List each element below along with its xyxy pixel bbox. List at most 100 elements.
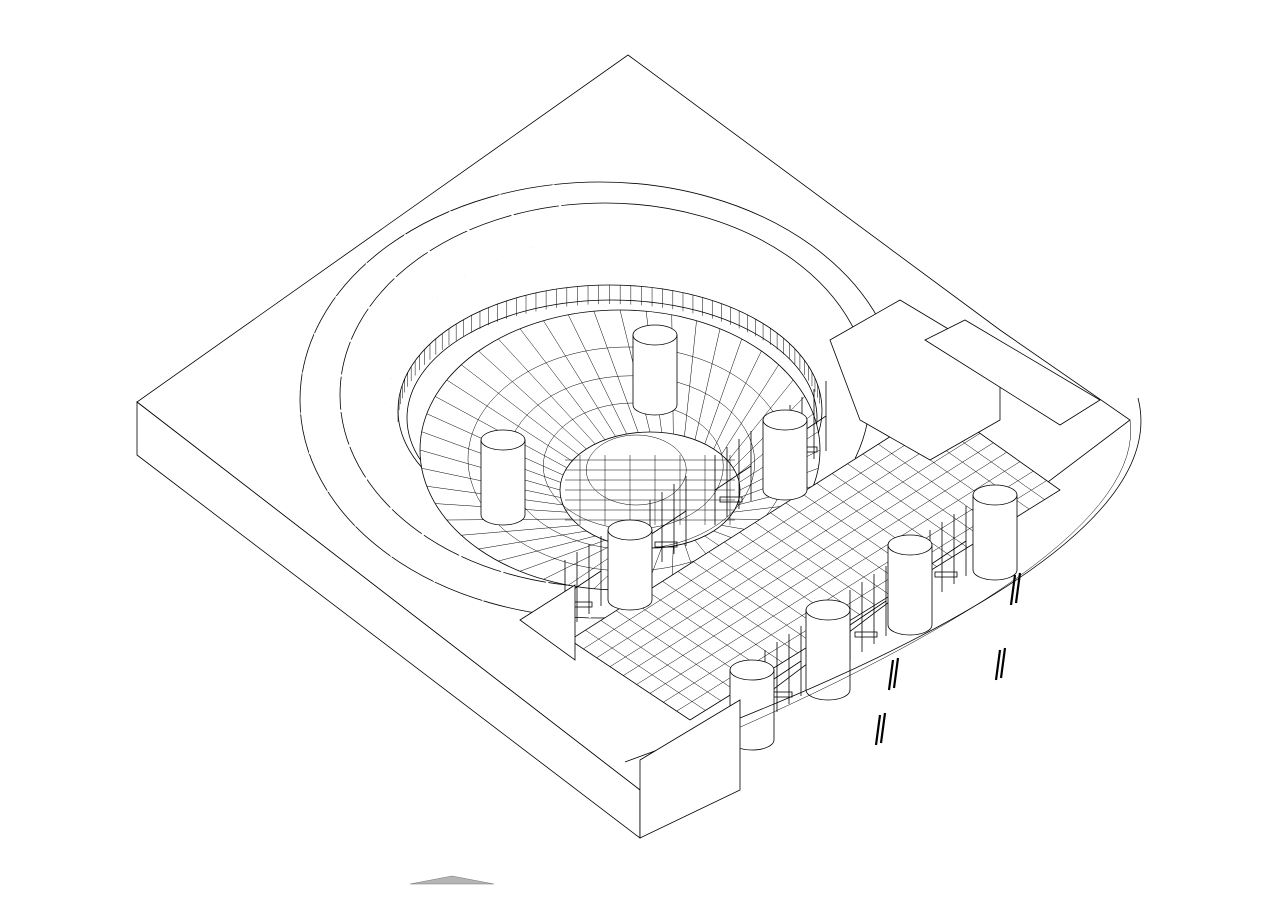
column-shaft (805, 609, 851, 701)
floor-tile-joint (616, 610, 737, 692)
roof-beam-fill (302, 372, 392, 380)
columns (480, 324, 1018, 751)
column-top (729, 659, 775, 681)
roof-beam-fill (365, 262, 438, 299)
floor-radial-joint (684, 320, 697, 437)
curved-canopy-inner (639, 419, 1132, 771)
floor-radial-joint (461, 364, 579, 455)
roof-beam-fill (448, 210, 498, 261)
column-shaft (632, 334, 678, 416)
floor-tile-joint (662, 581, 783, 663)
canopy-support (892, 657, 900, 689)
floor-tile-joint (693, 561, 814, 644)
floor-radial-joint (498, 535, 596, 562)
door-transom (714, 465, 752, 491)
floor-tile-joint (770, 512, 891, 596)
floor-tile-joint (862, 453, 984, 539)
canopy-support (874, 714, 882, 746)
column (480, 429, 526, 526)
floor-tile-joint (623, 442, 994, 676)
floor-tile-joint (663, 470, 1034, 703)
roof-beam-fill (354, 489, 430, 527)
column-top (762, 409, 808, 431)
floor-radial-joint (478, 350, 587, 450)
floor-radial-joint (478, 530, 587, 550)
door-transom (929, 540, 967, 566)
column (887, 534, 933, 636)
door-handle (854, 631, 878, 638)
column-shaft (887, 544, 933, 636)
floor-radial-joint (461, 525, 579, 536)
column (805, 599, 851, 701)
floor-tile-joint (677, 571, 799, 654)
floor-radial-joint (543, 543, 616, 580)
door-transom (849, 600, 887, 626)
column-top (887, 534, 933, 556)
floor-radial-joint (713, 350, 762, 450)
floor-radial-joint (704, 338, 742, 445)
roof-beam-fill (498, 193, 535, 248)
floor-radial-joint (519, 328, 606, 440)
floor-tile-joint (600, 620, 721, 702)
floor-radial-joint (498, 338, 596, 445)
column-top (480, 429, 526, 451)
column (632, 324, 678, 416)
floor-tile-joint (583, 414, 954, 650)
column-shaft (762, 419, 808, 501)
column (972, 484, 1018, 581)
canopy-support (1009, 574, 1017, 606)
facade-details (519, 397, 1142, 839)
floor-tile-joint (739, 532, 860, 615)
glass-door-partition (714, 431, 752, 525)
roof-beam-fill (308, 435, 397, 455)
column (762, 409, 808, 501)
column-shaft (480, 439, 526, 526)
column-top (805, 599, 851, 621)
roof-beam-fill (551, 184, 573, 241)
column (607, 519, 653, 611)
canopy-support (994, 649, 1002, 681)
floor-tile-joint (596, 423, 967, 658)
roof-beam-fill (313, 332, 401, 351)
door-handle (654, 541, 678, 548)
roof-beam-fill (326, 463, 410, 493)
column-shaft (607, 529, 653, 611)
floor-radial-joint (721, 364, 779, 455)
floor-radial-joint (543, 320, 616, 437)
canopy-support (1014, 572, 1022, 604)
side-room-roof (924, 319, 1101, 426)
canopy-support (879, 712, 887, 744)
floor-tile-joint (847, 463, 968, 548)
floor-radial-joint (446, 379, 573, 462)
roof-beam-fill (300, 406, 391, 415)
floor-tile-joint (585, 630, 706, 711)
canopy-support (887, 659, 895, 691)
floor-radial-joint (568, 314, 627, 435)
roof-beam-fill (335, 295, 416, 324)
floor-radial-joint (593, 311, 639, 433)
column-top (632, 324, 678, 346)
column-top (607, 519, 653, 541)
column (729, 659, 775, 751)
entrance-wall (519, 584, 576, 661)
floor-tile-joint (649, 461, 1021, 694)
floor-radial-joint (519, 539, 606, 572)
floor-tile-joint (636, 452, 1007, 685)
front-wall (639, 699, 741, 839)
floor-radial-joint (694, 328, 721, 440)
canopy-support (999, 647, 1007, 679)
floor-tile-joint (754, 522, 876, 606)
roof-beam-fill (403, 233, 466, 278)
door-handle (719, 496, 743, 503)
north-marker-triangle (409, 875, 495, 885)
door-handle (934, 571, 958, 578)
roof-beam-fill (390, 511, 456, 558)
floor-tile-joint (646, 590, 768, 673)
glass-door-partition (929, 506, 967, 600)
floor-tile-joint (609, 433, 981, 667)
door-transom (649, 510, 687, 536)
column-top (972, 484, 1018, 506)
column-shaft (972, 494, 1018, 581)
curved-canopy-edge (624, 397, 1142, 763)
